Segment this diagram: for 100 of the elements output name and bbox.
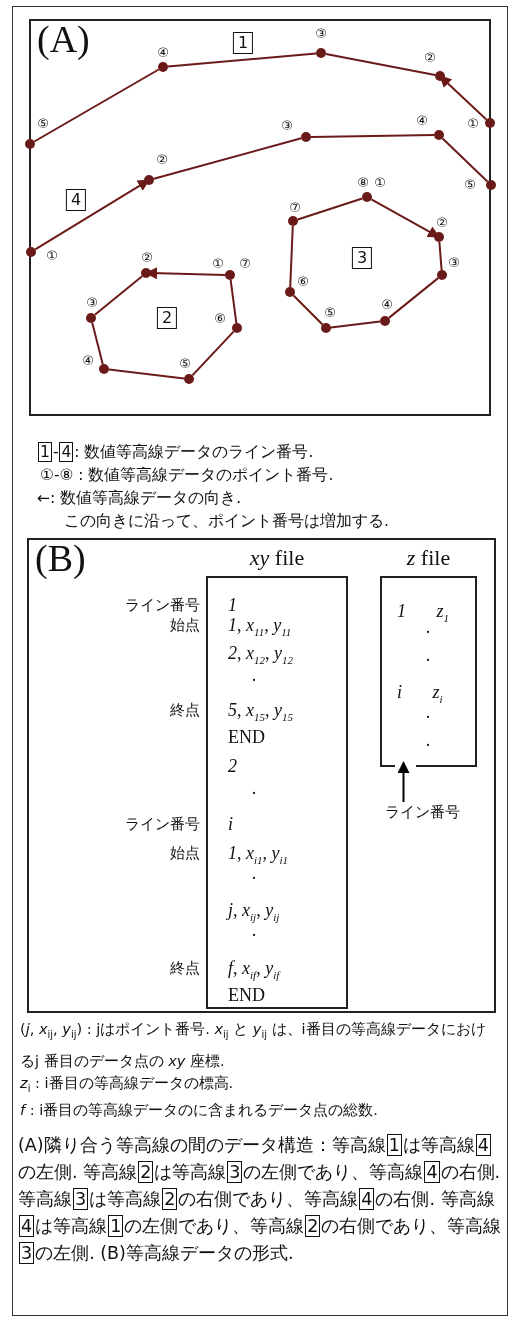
point-number: ⑤	[324, 305, 336, 319]
contour-point	[485, 118, 495, 128]
row-label: 終点	[170, 958, 200, 978]
data-row-text: i z$_{i}$	[397, 682, 443, 707]
point-number: ③	[448, 255, 460, 269]
data-row: i	[228, 814, 233, 834]
contour-segment	[296, 197, 364, 221]
ellipsis-dot: ·	[425, 707, 431, 727]
note-text: ←: 数値等高線データの向き.	[37, 488, 243, 509]
data-row-text: 2, x$_{12}$, y$_{12}$	[228, 643, 293, 668]
contour-point	[184, 374, 194, 384]
note-text: この向きに沿って、ポイント番号は増加する.	[64, 511, 390, 532]
data-row: END	[228, 727, 265, 747]
contour-point	[316, 48, 326, 58]
row-label: 始点	[170, 843, 200, 863]
contour-point	[486, 180, 496, 190]
note-text: z$_{i}$ : i番目の等高線データの標高.	[20, 1074, 235, 1096]
point-number: ⑦	[239, 256, 251, 270]
point-number: ②	[156, 152, 168, 166]
contour-point	[26, 247, 36, 257]
point-number: ⑦	[289, 200, 301, 214]
ellipsis-dot: ·	[425, 735, 431, 755]
contour-point	[437, 270, 447, 280]
contour-point	[86, 313, 96, 323]
ellipsis-dot: ·	[251, 925, 257, 945]
point-number: ③	[281, 118, 293, 132]
note-text: f : i番目の等高線データのに含まれるデータ点の総数.	[20, 1101, 379, 1120]
data-row-text: 1, x$_{11}$, y$_{11}$	[228, 615, 292, 640]
contour-point	[141, 268, 151, 278]
data-row-text: f, x$_{if}$, y$_{if}$	[228, 958, 280, 983]
contour-segment	[107, 368, 186, 380]
contour-point	[144, 175, 154, 185]
point-number: ⑥	[297, 274, 309, 288]
contour-segment	[324, 52, 437, 77]
point-number: ①	[212, 256, 224, 270]
point-number: ③	[86, 295, 98, 309]
contour-segment	[229, 278, 238, 325]
contour-point	[321, 323, 331, 333]
contour-point	[232, 323, 242, 333]
ellipsis-dot: ·	[251, 670, 257, 690]
data-row: 1	[228, 595, 237, 615]
ellipsis-dot: ·	[251, 868, 257, 888]
point-number: ①	[467, 116, 479, 130]
contour-segment	[33, 68, 160, 143]
contour-segment	[152, 137, 303, 180]
contour-point	[301, 132, 311, 142]
point-number: ⑤	[179, 356, 191, 370]
contour-segment	[93, 275, 144, 316]
contour-segment	[91, 321, 104, 366]
point-number: ④	[157, 45, 169, 59]
point-number: ③	[315, 26, 327, 40]
contour-point	[285, 287, 295, 297]
line-number-tag: 4	[65, 189, 87, 211]
file-heading: z file	[405, 544, 452, 572]
data-row: 2	[228, 756, 237, 776]
row-label: ライン番号	[125, 814, 200, 834]
note-text: (j, x$_{ij}$, y$_{ij}$) : jはポイント番号. x$_{ij}$ と y$_{ij}$ は、i番目の等高線データにおけるj 番目のデータ点の xy 座標.	[20, 1020, 487, 1071]
contour-segment	[329, 320, 382, 329]
point-number: ⑥	[214, 311, 226, 325]
contour-point	[380, 316, 390, 326]
contour-segment	[167, 52, 317, 68]
contour-segment	[310, 134, 435, 138]
row-label: 終点	[170, 700, 200, 720]
point-number: ④	[381, 297, 393, 311]
panel-letter: (B)	[35, 536, 86, 580]
contour-point	[99, 364, 109, 374]
contour-point	[435, 71, 445, 81]
contour-point	[434, 232, 444, 242]
point-number: ④	[416, 113, 428, 127]
point-number: ②	[436, 215, 448, 229]
file-heading: xy file	[248, 544, 306, 572]
contour-segment	[438, 241, 443, 271]
contour-segment	[191, 330, 235, 377]
contour-point	[158, 62, 168, 72]
panel-frame	[27, 538, 496, 1013]
line-number-tag: 1	[232, 32, 254, 54]
contour-segment	[292, 294, 324, 326]
ellipsis-dot: ·	[251, 783, 257, 803]
data-row-text: j, x$_{ij}$, y$_{ij}$	[228, 900, 280, 925]
contour-segment	[387, 277, 440, 319]
arrow	[397, 761, 410, 803]
point-number: ①	[46, 248, 58, 262]
line-number-tag: 3	[351, 247, 373, 269]
row-label: ライン番号	[125, 595, 200, 615]
note-text: 1-4: 数値等高線データのライン番号.	[37, 441, 315, 464]
data-row-text: 1, x$_{i1}$, y$_{i1}$	[228, 843, 289, 868]
contour-point	[25, 139, 35, 149]
row-label: 始点	[170, 615, 200, 635]
note-text: ①-⑧ : 数値等高線データのポイント番号.	[40, 465, 335, 486]
point-number: ②	[141, 250, 153, 264]
contour-segment	[289, 225, 294, 288]
panel-letter: (A)	[37, 17, 90, 61]
point-number: ①	[374, 175, 386, 189]
line-number-tag: 2	[156, 307, 178, 329]
point-number: ④	[82, 353, 94, 367]
contour-point	[225, 270, 235, 280]
contour-point	[362, 192, 372, 202]
point-number: ②	[424, 50, 436, 64]
contour-point	[288, 216, 298, 226]
axis-note: ライン番号	[384, 802, 460, 822]
